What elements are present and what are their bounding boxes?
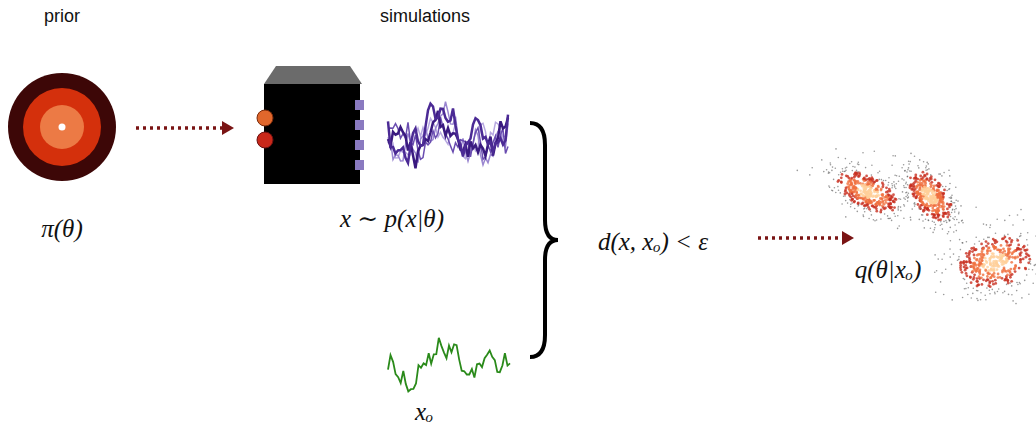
math-label: d(x, xₒ) < ε bbox=[598, 228, 708, 256]
math-label: π(θ) bbox=[41, 215, 82, 243]
series-line bbox=[388, 338, 510, 392]
arrow-head bbox=[842, 231, 854, 245]
prior-target bbox=[8, 73, 116, 181]
dotted-arrow bbox=[136, 126, 222, 130]
observed-series bbox=[388, 338, 510, 392]
series-line bbox=[388, 102, 508, 165]
math-label: xₒ bbox=[415, 398, 433, 426]
math-label: x ∼ p(x|θ) bbox=[340, 205, 444, 233]
arrow-head bbox=[222, 121, 234, 135]
section-title: prior bbox=[44, 7, 80, 27]
posterior-scatter bbox=[797, 148, 1036, 304]
dotted-arrow bbox=[758, 236, 842, 240]
math-label: q(θ|xₒ) bbox=[855, 256, 922, 284]
simulator-box bbox=[257, 66, 364, 184]
series-line bbox=[388, 104, 508, 163]
section-title: simulations bbox=[380, 7, 470, 27]
curly-brace bbox=[530, 123, 558, 357]
simulated-series bbox=[388, 102, 508, 169]
